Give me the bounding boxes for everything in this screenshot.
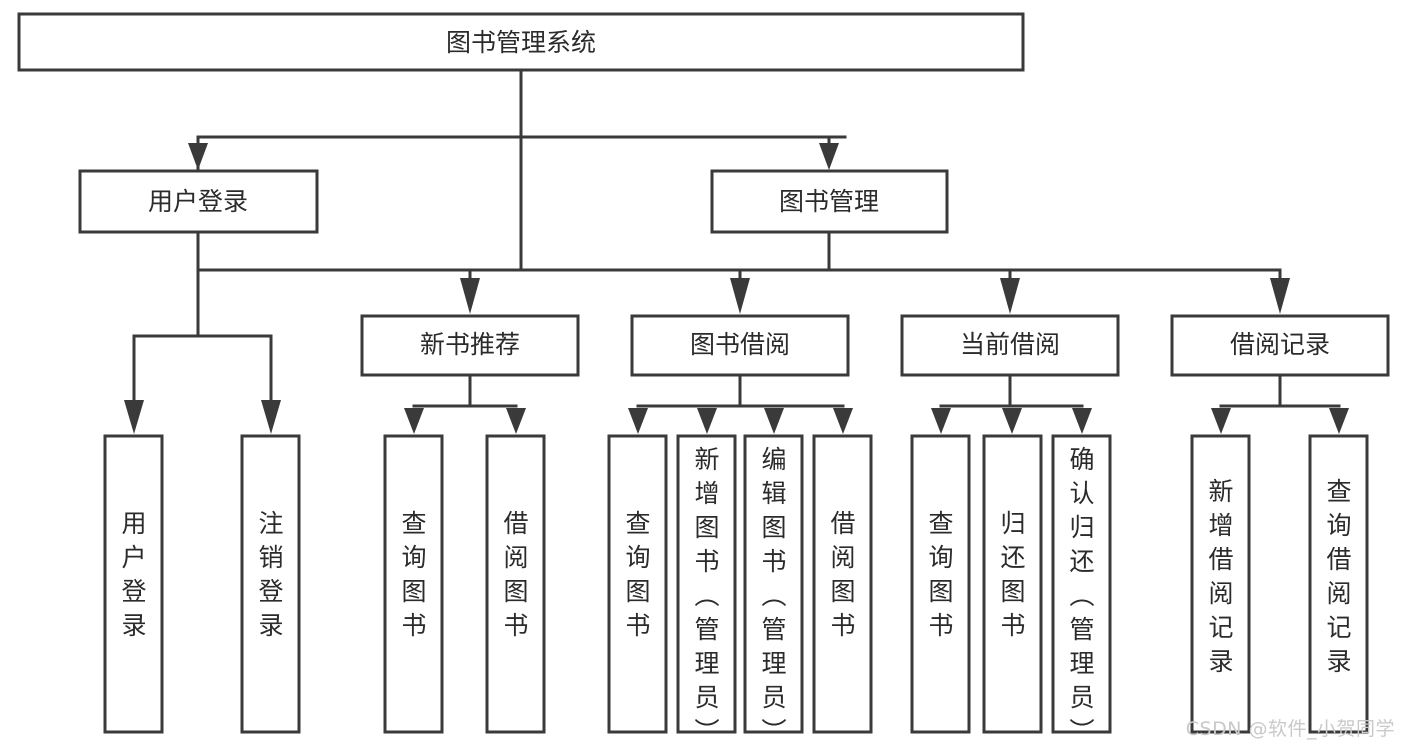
node-book-borrow[interactable]: 图书借阅 (630, 314, 850, 377)
node-leaf-borrow-book[interactable]: 借阅图书 (812, 434, 873, 734)
leaf-borrow-book-box[interactable] (812, 434, 873, 734)
node-current-borrow[interactable]: 当前借阅 (900, 314, 1120, 377)
arrow-to-leaf-query-book-current (931, 408, 951, 434)
leaf-return-book-box[interactable] (982, 434, 1043, 734)
leaf-query-book-current-box[interactable] (910, 434, 971, 734)
leaf-add-borrow-record-box[interactable] (1190, 434, 1251, 734)
arrow-to-leaf-borrow-book-recommend (506, 408, 526, 434)
leaf-return-book-label: 归还图书 (1000, 509, 1025, 640)
root-label: 图书管理系统 (446, 28, 596, 57)
leaf-add-book-admin-label: 新增图书︵管理员︶ (694, 445, 719, 746)
borrow-record-box[interactable] (1170, 314, 1390, 377)
connector-book-borrow-to-leaves (628, 373, 853, 434)
leaf-logout-box[interactable] (240, 434, 301, 734)
user-login-box[interactable] (78, 169, 319, 234)
leaf-query-book-recommend-label: 查询图书 (401, 509, 426, 640)
leaf-query-borrow-record-label: 查询借阅记录 (1326, 477, 1351, 676)
arrow-to-current-borrow (1000, 278, 1020, 314)
leaf-edit-book-admin-label: 编辑图书︵管理员︶ (761, 445, 786, 746)
leaf-confirm-return-admin-label: 确认归还︵管理员︶ (1069, 445, 1094, 746)
arrow-to-book-management (819, 143, 839, 170)
node-leaf-query-book-recommend[interactable]: 查询图书 (383, 434, 444, 734)
current-borrow-box[interactable] (900, 314, 1120, 377)
leaf-logout-label: 注销登录 (258, 509, 283, 640)
node-user-login[interactable]: 用户登录 (78, 169, 319, 234)
node-leaf-add-borrow-record[interactable]: 新增借阅记录 (1190, 434, 1251, 734)
leaf-query-book-borrow-label: 查询图书 (625, 509, 650, 640)
leaf-user-login-label: 用户登录 (121, 509, 146, 640)
arrow-to-user-login (188, 143, 208, 170)
node-book-management[interactable]: 图书管理 (710, 169, 949, 234)
arrow-to-leaf-borrow-book (833, 408, 853, 434)
arrow-to-leaf-query-borrow-record (1329, 408, 1349, 434)
node-borrow-record[interactable]: 借阅记录 (1170, 314, 1390, 377)
book-borrow-box[interactable] (630, 314, 850, 377)
node-leaf-query-book-current[interactable]: 查询图书 (910, 434, 971, 734)
arrow-to-leaf-confirm-return-admin (1072, 408, 1092, 434)
connector-current-borrow-to-leaves (931, 373, 1092, 434)
new-book-recommend-label: 新书推荐 (420, 330, 520, 359)
connector-borrow-record-to-leaves (1211, 373, 1349, 434)
arrow-to-borrow-record (1270, 278, 1290, 314)
node-leaf-borrow-book-recommend[interactable]: 借阅图书 (485, 434, 546, 734)
leaf-borrow-book-recommend-box[interactable] (485, 434, 546, 734)
arrow-to-leaf-add-borrow-record (1211, 408, 1231, 434)
arrow-to-new-book-recommend (460, 278, 480, 314)
node-leaf-query-borrow-record[interactable]: 查询借阅记录 (1308, 434, 1369, 734)
arrow-to-leaf-edit-book-admin (764, 408, 784, 434)
book-management-label: 图书管理 (779, 187, 879, 216)
leaf-query-book-borrow-box[interactable] (607, 434, 668, 734)
arrow-to-leaf-logout (261, 400, 281, 434)
current-borrow-label: 当前借阅 (960, 330, 1060, 359)
node-leaf-return-book[interactable]: 归还图书 (982, 434, 1043, 734)
node-leaf-query-book-borrow[interactable]: 查询图书 (607, 434, 668, 734)
connector-root-branch (188, 68, 847, 170)
leaf-add-borrow-record-label: 新增借阅记录 (1208, 477, 1233, 676)
arrow-to-leaf-add-book-admin (697, 408, 717, 434)
user-login-label: 用户登录 (148, 187, 248, 216)
book-borrow-label: 图书借阅 (690, 330, 790, 359)
leaf-confirm-return-admin-box[interactable] (1051, 434, 1112, 734)
node-leaf-confirm-return-admin[interactable]: 确认归还︵管理员︶ (1051, 434, 1112, 746)
arrow-to-leaf-query-book-recommend (404, 408, 424, 434)
arrow-to-leaf-return-book (1002, 408, 1022, 434)
connector-book-management-to-level3 (460, 230, 1290, 314)
node-leaf-logout[interactable]: 注销登录 (240, 434, 301, 734)
leaf-borrow-book-recommend-label: 借阅图书 (503, 509, 528, 640)
leaf-query-book-current-label: 查询图书 (928, 509, 953, 640)
leaf-query-book-recommend-box[interactable] (383, 434, 444, 734)
node-leaf-user-login[interactable]: 用户登录 (103, 434, 164, 734)
arrow-to-leaf-user-login (124, 400, 144, 434)
leaf-query-borrow-record-box[interactable] (1308, 434, 1369, 734)
node-leaf-add-book-admin[interactable]: 新增图书︵管理员︶ (676, 434, 737, 746)
leaf-borrow-book-label: 借阅图书 (830, 509, 855, 640)
node-leaf-edit-book-admin[interactable]: 编辑图书︵管理员︶ (743, 434, 804, 746)
new-book-recommend-box[interactable] (360, 314, 580, 377)
connector-user-login-to-leaves (124, 230, 281, 434)
root-box[interactable] (17, 12, 1025, 72)
connector-new-book-recommend-to-leaves (404, 373, 526, 434)
node-new-book-recommend[interactable]: 新书推荐 (360, 314, 580, 377)
borrow-record-label: 借阅记录 (1230, 330, 1330, 359)
node-root[interactable]: 图书管理系统 (17, 12, 1025, 72)
book-management-box[interactable] (710, 169, 949, 234)
arrow-to-leaf-query-book-borrow (628, 408, 648, 434)
arrow-to-book-borrow (730, 278, 750, 314)
leaf-user-login-box[interactable] (103, 434, 164, 734)
leaf-add-book-admin-box[interactable] (676, 434, 737, 734)
leaf-edit-book-admin-box[interactable] (743, 434, 804, 734)
csdn-watermark: CSDN @软件_小贺同学 (1185, 718, 1395, 740)
